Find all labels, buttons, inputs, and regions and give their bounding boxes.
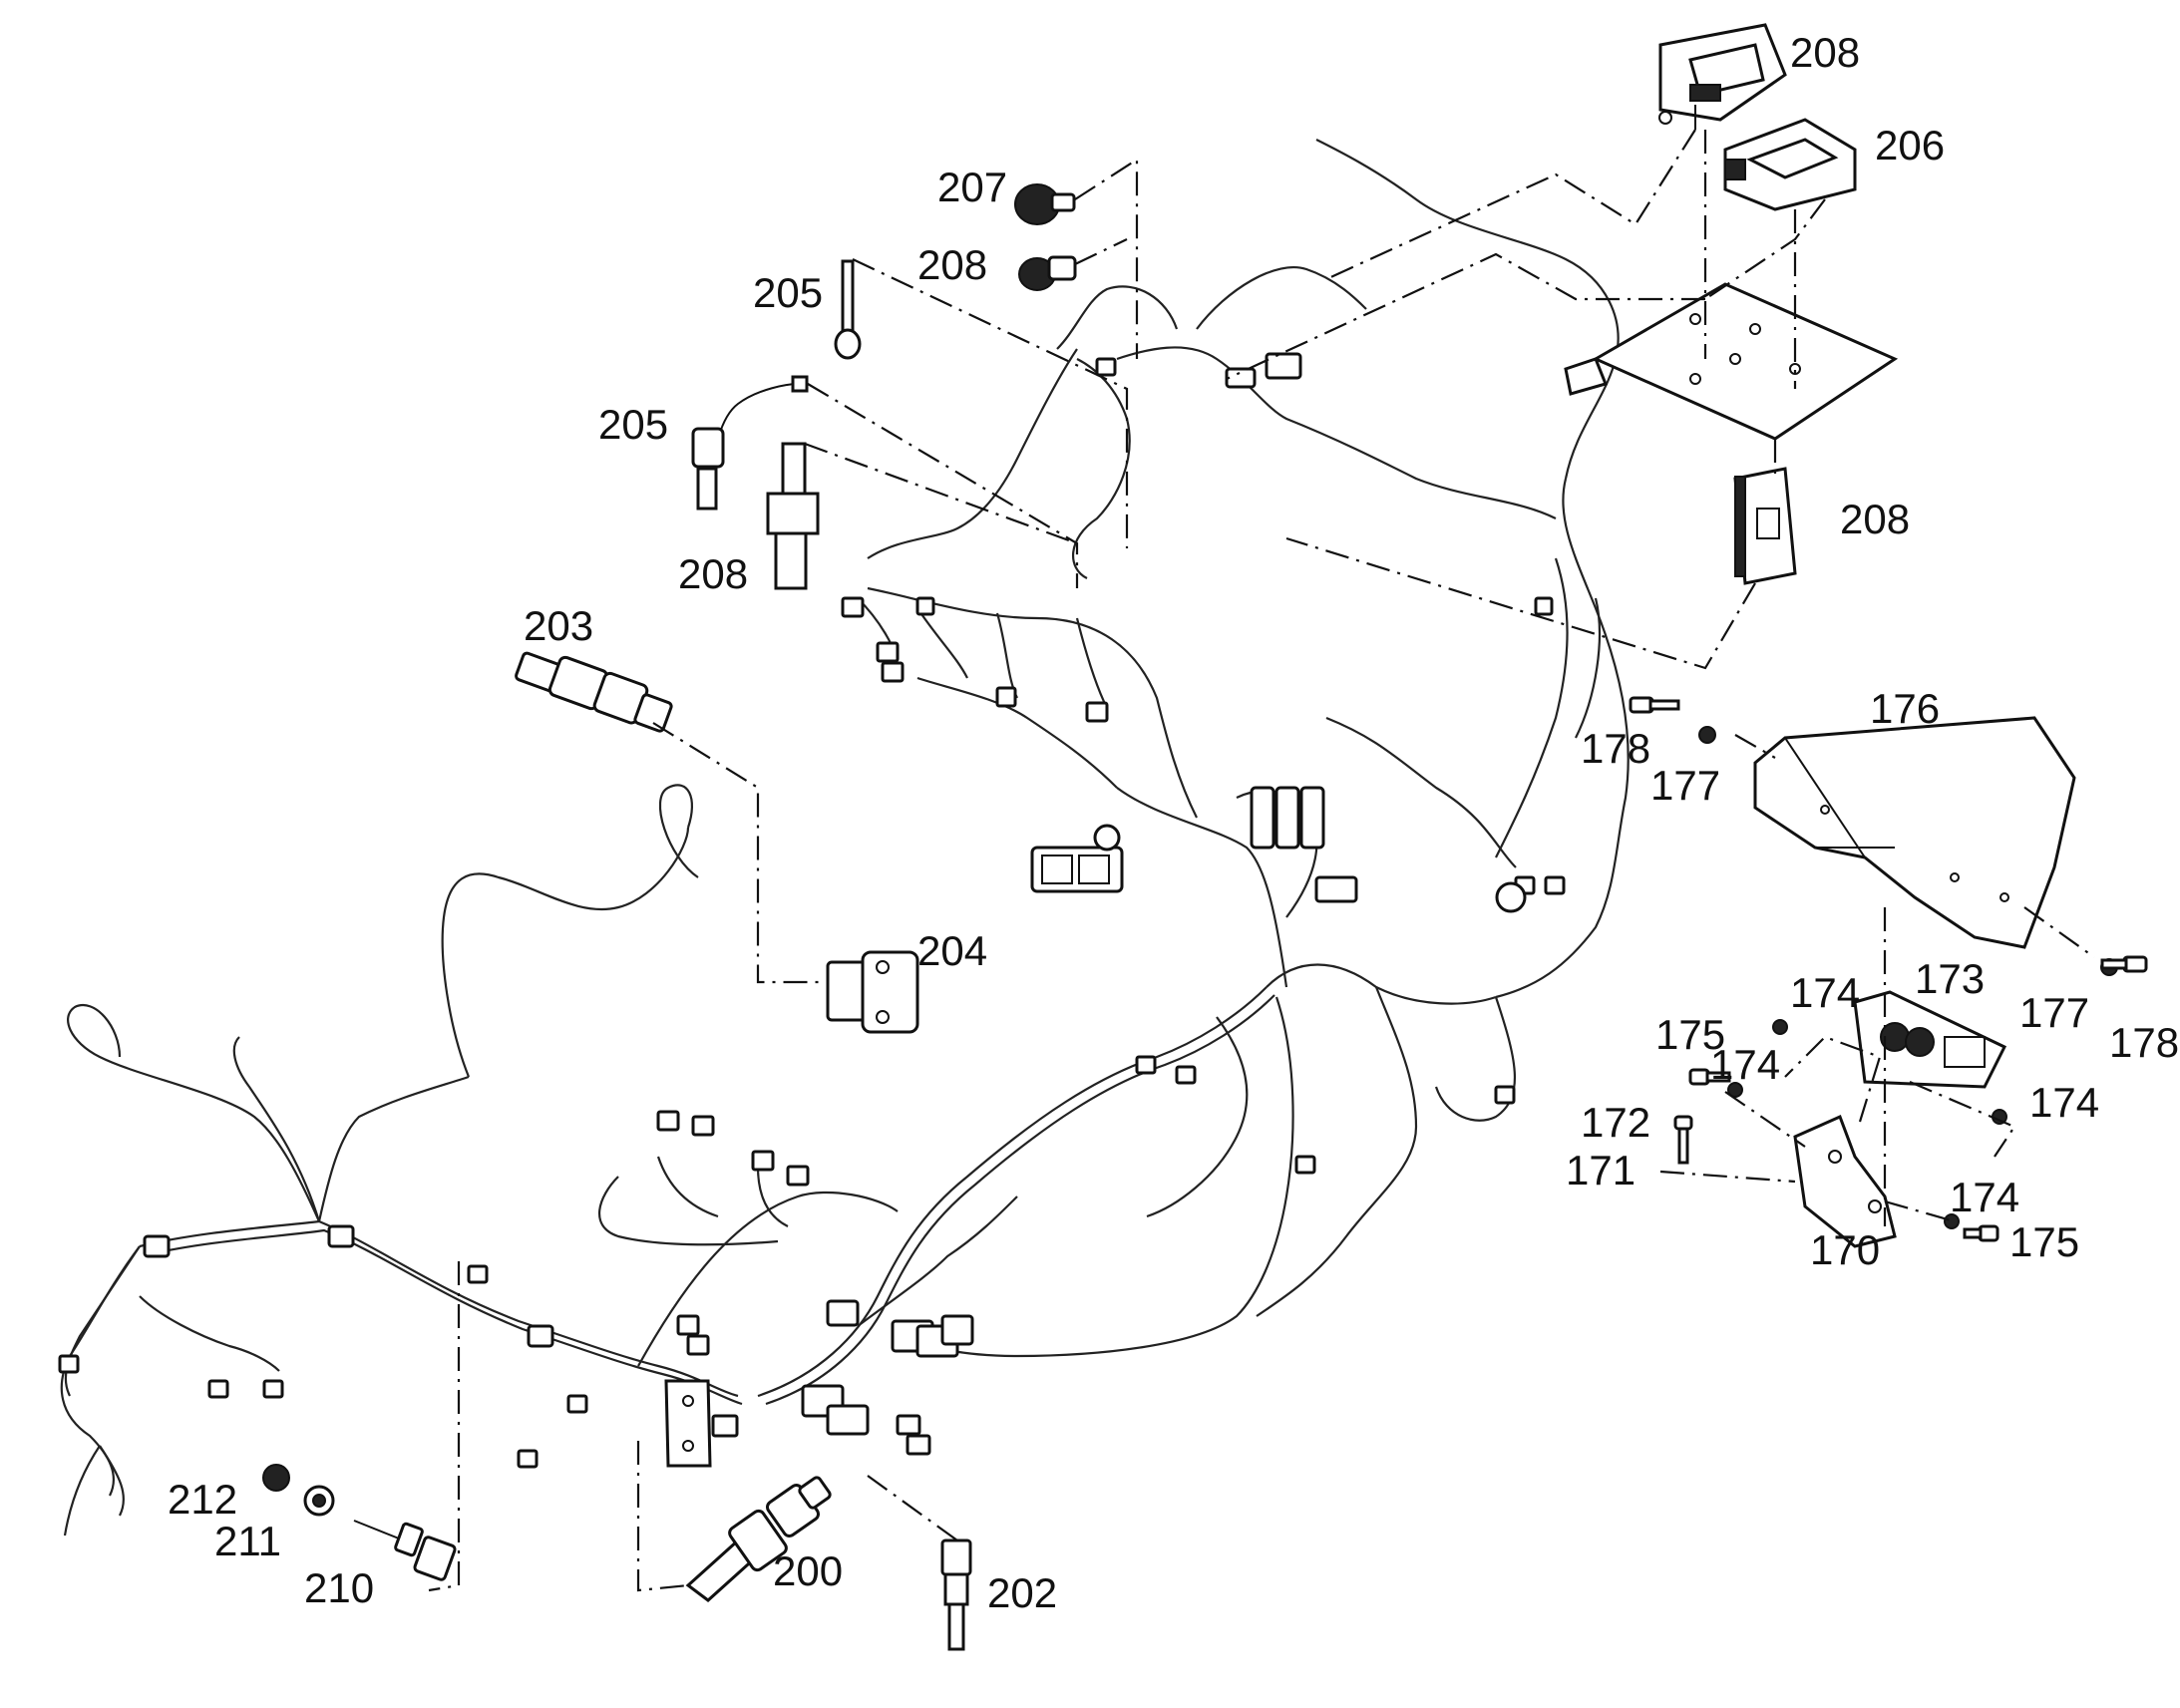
callout-200: 200 [773, 1547, 843, 1594]
control-module-208-top [1658, 23, 1787, 130]
pressure-switch-203 [515, 651, 673, 733]
callout-173: 173 [1915, 955, 1985, 1002]
callout-177-left: 177 [1650, 762, 1720, 809]
callout-170: 170 [1810, 1226, 1880, 1273]
callout-208-top: 208 [1790, 29, 1860, 76]
callout-202: 202 [987, 1569, 1057, 1616]
callout-177-right: 177 [2019, 989, 2089, 1036]
leader-lines [428, 129, 2095, 1592]
relay-panel-173 [1853, 990, 2007, 1089]
callout-210: 210 [304, 1564, 374, 1611]
bracket-170 [1793, 1114, 1897, 1248]
sensor-207 [1014, 183, 1076, 225]
control-module-208-right [1733, 467, 1797, 585]
callout-171: 171 [1566, 1147, 1635, 1194]
callout-208-oxygen: 208 [678, 550, 748, 597]
cover-176 [1753, 716, 2076, 949]
callout-174-c: 174 [2029, 1079, 2099, 1126]
mounting-plate [1564, 282, 1899, 441]
callout-204: 204 [917, 927, 987, 974]
callout-176: 176 [1870, 685, 1940, 732]
sensor-208-small [1018, 255, 1077, 291]
callout-208-right: 208 [1840, 496, 1910, 542]
callout-205-lower: 205 [598, 401, 668, 448]
map-sensor-204 [826, 950, 919, 1034]
temperature-probe-205-lower [691, 375, 809, 511]
injector-sensor-200 [685, 1476, 832, 1602]
callout-174-d: 174 [1950, 1174, 2019, 1220]
callout-172: 172 [1581, 1099, 1650, 1146]
callout-175-left: 175 [1655, 1011, 1725, 1058]
callout-208-sensor: 208 [917, 241, 987, 288]
callout-212: 212 [168, 1476, 237, 1523]
temp-sensor-210-assembly [262, 1464, 457, 1581]
callout-175-right: 175 [2009, 1218, 2079, 1265]
relay-block-connector [1030, 786, 1527, 913]
temperature-probe-205-upper [834, 259, 862, 360]
callout-207: 207 [937, 164, 1007, 210]
oxygen-sensor-208 [766, 442, 820, 590]
callout-174-b: 174 [1710, 1041, 1780, 1088]
callout-178-right: 178 [2109, 1019, 2179, 1066]
temp-sensor-202 [940, 1538, 972, 1651]
callout-203: 203 [524, 602, 593, 649]
harness-small-connectors [58, 352, 1566, 1469]
callout-174-a: 174 [1790, 969, 1860, 1016]
callout-206: 206 [1875, 122, 1945, 169]
control-module-206 [1723, 118, 1857, 211]
callout-205-upper: 205 [753, 269, 823, 316]
bulkhead-connector-plate [664, 1379, 712, 1468]
connector-cluster-center [676, 1299, 974, 1456]
callout-211: 211 [214, 1518, 281, 1564]
callout-labels: 208 206 207 208 205 205 208 208 203 176 … [168, 29, 2179, 1616]
callout-178-left: 178 [1581, 725, 1650, 772]
